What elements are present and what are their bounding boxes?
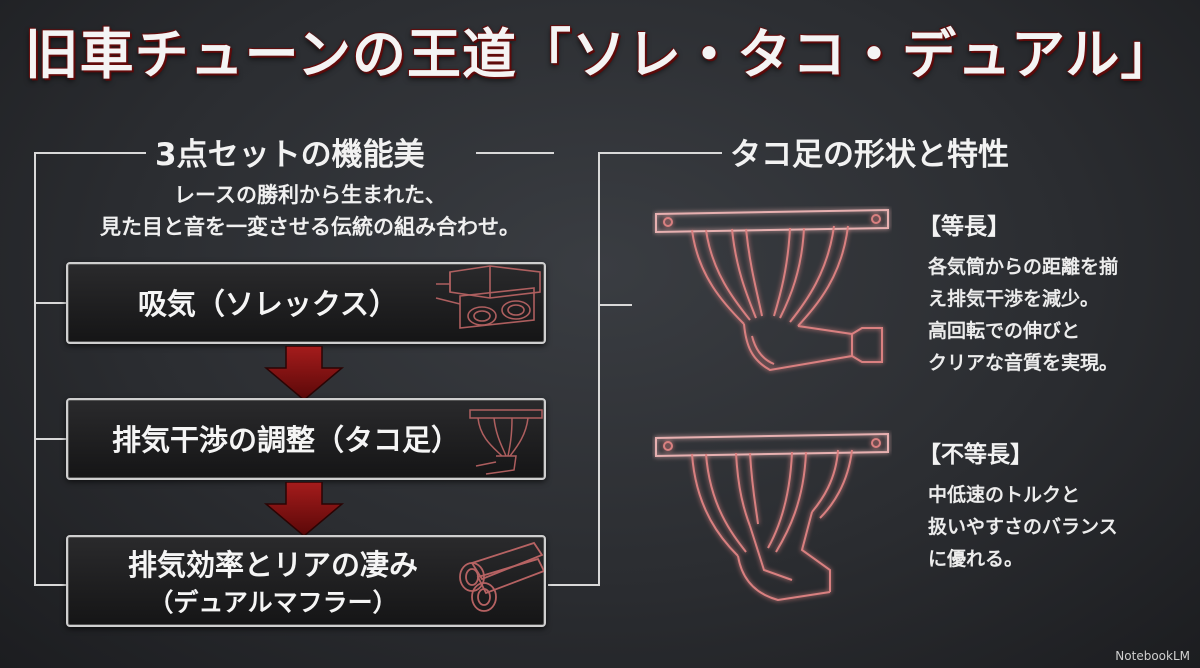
left-tick-2 [34, 438, 68, 440]
down-arrow-icon [263, 346, 345, 401]
main-title: 旧車チューンの王道「ソレ・タコ・デュアル」 [24, 22, 1176, 86]
unequal-length-desc-line-1: 中低速のトルクと [928, 484, 1081, 506]
right-section-title: タコ足の形状と特性 [730, 137, 1009, 173]
step-label-dual-muffler: 排気効率とリアの凄み [127, 548, 418, 582]
left-bracket-vertical [34, 152, 36, 586]
unequal-length-heading: 【不等長】 [918, 442, 1033, 468]
dual-muffler-icon [459, 541, 544, 612]
equal-length-desc-line-3: 高回転での伸びと [928, 320, 1081, 342]
equal-length-desc-line-1: 各気筒からの距離を揃 [928, 256, 1119, 278]
left-bracket-right [476, 152, 554, 154]
unequal-length-header-icon [655, 432, 889, 602]
unequal-length-desc-line-2: 扱いやすさのバランス [928, 516, 1118, 538]
step-label-exhaust-header: 排気干渉の調整（タコ足） [111, 423, 460, 457]
right-bracket-top [598, 152, 722, 154]
step-box-intake: 吸気（ソレックス） [66, 262, 546, 344]
right-tick-middle [598, 304, 632, 306]
left-tick-3 [34, 584, 68, 586]
exhaust-header-icon [469, 409, 543, 475]
equal-length-header-icon [655, 208, 889, 372]
left-subtitle-line-1: レースの勝利から生まれた、 [174, 183, 446, 207]
carburetor-icon [435, 265, 541, 329]
brand-watermark: NotebookLM [1115, 649, 1190, 663]
down-arrow-icon [263, 482, 345, 537]
right-bracket-vertical [598, 152, 600, 586]
left-bracket-top [34, 152, 146, 154]
left-tick-1 [34, 302, 68, 304]
unequal-length-desc-line-3: に優れる。 [928, 548, 1024, 570]
left-section-title: 3点セットの機能美 [155, 137, 425, 173]
equal-length-desc-line-2: え排気干渉を減少。 [928, 288, 1100, 310]
equal-length-desc-line-4: クリアな音質を実現。 [928, 352, 1119, 374]
step-box-dual-muffler: 排気効率とリアの凄み （デュアルマフラー） [66, 535, 546, 627]
step-sublabel-dual-muffler: （デュアルマフラー） [148, 588, 398, 617]
left-subtitle-line-2: 見た目と音を一変させる伝統の組み合わせ。 [100, 215, 520, 239]
right-tick-bottom [548, 584, 600, 586]
step-box-exhaust-header: 排気干渉の調整（タコ足） [66, 398, 546, 480]
equal-length-heading: 【等長】 [918, 214, 1010, 240]
step-label-intake: 吸気（ソレックス） [137, 287, 399, 321]
